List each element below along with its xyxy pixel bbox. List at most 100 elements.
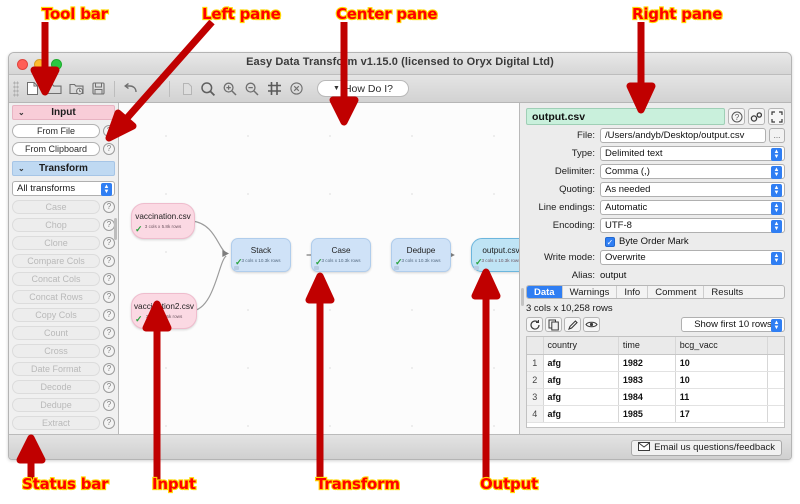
chevron-updown-icon[interactable]: ▲▼ <box>771 319 782 332</box>
help-icon[interactable]: ? <box>103 417 115 429</box>
line-endings-select[interactable]: Automatic▲▼ <box>600 200 785 215</box>
transform-button[interactable]: Decode <box>12 380 100 394</box>
transform-button[interactable]: Count <box>12 326 100 340</box>
refresh-icon[interactable] <box>526 317 543 332</box>
table-col-header[interactable] <box>527 337 544 355</box>
alias-value[interactable]: output <box>600 270 627 281</box>
help-icon[interactable]: ? <box>103 291 115 303</box>
transform-button[interactable]: Date Format <box>12 362 100 376</box>
delimiter-select[interactable]: Comma (,)▲▼ <box>600 164 785 179</box>
chevron-updown-icon[interactable]: ▲▼ <box>771 166 782 179</box>
transform-button[interactable]: Extract <box>12 416 100 430</box>
tab-data[interactable]: Data <box>527 286 563 298</box>
close-button-icon[interactable] <box>17 59 28 70</box>
chevron-updown-icon[interactable]: ▲▼ <box>771 202 782 215</box>
transform-button[interactable]: Compare Cols <box>12 254 100 268</box>
zoom-out-icon[interactable] <box>241 79 263 99</box>
chevron-updown-icon[interactable]: ▲▼ <box>771 184 782 197</box>
expand-icon[interactable] <box>768 108 785 125</box>
right-pane: output.csv ? File:/Users/andyb/Desktop/o… <box>519 103 791 434</box>
transform-filter-select[interactable]: All transforms ▲▼ <box>12 181 115 196</box>
type-select[interactable]: Delimited text▲▼ <box>600 146 785 161</box>
help-icon[interactable]: ? <box>103 237 115 249</box>
toolbar-drag-handle[interactable] <box>13 80 19 97</box>
tab-comment[interactable]: Comment <box>648 286 705 298</box>
node-input-port[interactable] <box>394 266 399 270</box>
help-icon[interactable]: ? <box>103 381 115 393</box>
chevron-updown-icon[interactable]: ▲▼ <box>771 220 782 233</box>
help-icon[interactable]: ? <box>103 309 115 321</box>
help-icon[interactable]: ? <box>103 363 115 375</box>
help-icon[interactable]: ? <box>103 201 115 213</box>
transform-section-header[interactable]: ⌄ Transform <box>12 161 115 176</box>
transform-button[interactable]: Copy Cols <box>12 308 100 322</box>
help-icon[interactable]: ? <box>103 143 115 155</box>
tab-warnings[interactable]: Warnings <box>563 286 618 298</box>
edit-pencil-icon[interactable] <box>564 317 581 332</box>
node-input-port[interactable] <box>474 266 479 270</box>
write-mode-select[interactable]: Overwrite ▲▼ <box>600 250 785 265</box>
table-col-header[interactable]: bcg_vacc <box>675 337 768 355</box>
annotation-input: Input <box>151 474 197 494</box>
input-section-header[interactable]: ⌄ Input <box>12 105 115 120</box>
rows-count-select[interactable]: Show first 10 rows ▲▼ <box>681 317 785 332</box>
from-file-button[interactable]: From File <box>12 124 100 138</box>
table-col-header[interactable]: country <box>543 337 619 355</box>
help-icon[interactable]: ? <box>103 273 115 285</box>
help-icon[interactable]: ? <box>728 108 745 125</box>
transform-button[interactable]: Concat Cols <box>12 272 100 286</box>
encoding-select[interactable]: UTF-8▲▼ <box>600 218 785 233</box>
transform-button[interactable]: Cross <box>12 344 100 358</box>
transform-button[interactable]: Chop <box>12 218 100 232</box>
transform-button[interactable]: Concat Rows <box>12 290 100 304</box>
snap-grid-icon[interactable] <box>263 79 285 99</box>
right-pane-scrollbar[interactable] <box>521 288 524 306</box>
byte-order-mark-checkbox[interactable]: ✓ <box>605 236 615 247</box>
quoting-select[interactable]: As needed▲▼ <box>600 182 785 197</box>
node-input-port[interactable] <box>234 266 239 270</box>
zoom-in-icon[interactable] <box>219 79 241 99</box>
undo-icon[interactable] <box>120 79 142 99</box>
table-col-header[interactable]: time <box>618 337 676 355</box>
help-icon[interactable]: ? <box>103 255 115 267</box>
tab-info[interactable]: Info <box>617 286 649 298</box>
left-pane-scrollbar[interactable] <box>114 218 117 240</box>
tab-results[interactable]: Results <box>711 286 744 298</box>
browse-button[interactable]: ... <box>769 128 785 143</box>
save-icon[interactable] <box>87 79 109 99</box>
settings-icon[interactable] <box>748 108 765 125</box>
copy-icon[interactable] <box>175 79 197 99</box>
from-clipboard-button[interactable]: From Clipboard <box>12 142 100 156</box>
how-do-i-button[interactable]: ▼ How Do I? <box>317 80 409 97</box>
new-icon[interactable] <box>21 79 43 99</box>
chevron-updown-icon[interactable]: ▲▼ <box>771 148 782 161</box>
help-icon[interactable]: ? <box>103 345 115 357</box>
node-input-port[interactable] <box>314 266 319 270</box>
chevron-updown-icon[interactable]: ▲▼ <box>771 252 782 265</box>
transform-button[interactable]: Clone <box>12 236 100 250</box>
transform-button[interactable]: Case <box>12 200 100 214</box>
help-icon[interactable]: ? <box>103 399 115 411</box>
eye-icon[interactable] <box>583 317 600 332</box>
item-name-field[interactable]: output.csv <box>526 108 725 125</box>
open-recent-icon[interactable] <box>65 79 87 99</box>
chevron-updown-icon[interactable]: ▲▼ <box>101 183 112 196</box>
email-feedback-button[interactable]: Email us questions/feedback <box>631 439 782 456</box>
file-input[interactable]: /Users/andyb/Desktop/output.csv <box>600 128 766 143</box>
zoom-fit-icon[interactable] <box>197 79 219 99</box>
clear-icon[interactable] <box>285 79 307 99</box>
transform-button[interactable]: Dedupe <box>12 398 100 412</box>
copy-icon[interactable] <box>545 317 562 332</box>
help-icon[interactable]: ? <box>103 327 115 339</box>
